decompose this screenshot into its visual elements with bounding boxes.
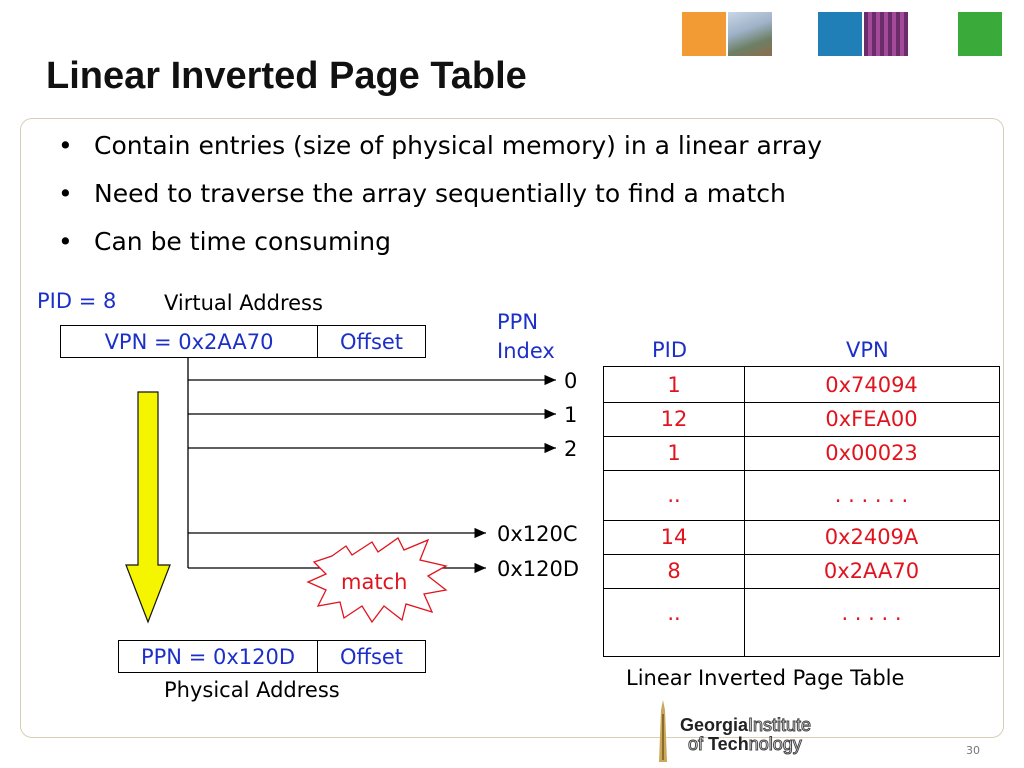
table-row-divider [604,554,999,555]
header-thumb-green [958,12,1002,56]
virtual-address-box: VPN = 0x2AA70 Offset [60,325,426,358]
physical-address-label: Physical Address [164,678,340,702]
header-thumb-photo [728,12,772,56]
index-0: 0 [564,369,578,393]
table-cell-vpn: 0x2AA70 [823,559,920,583]
logo-tech: Tech [708,734,749,754]
match-burst [306,537,448,624]
index-0x120d: 0x120D [497,557,580,581]
table-cell-pid: 1 [667,441,681,465]
table-cell-pid: .. [667,601,681,625]
table-row: 8 0x2AA70 [604,554,999,588]
offset-field: Offset [317,326,425,357]
content-frame [20,118,1004,738]
header-thumb-blue [818,12,862,56]
table-header-vpn: VPN [846,338,889,362]
ppn-index-label-line1: PPN [497,310,539,334]
ppn-index-label-line2: Index [497,339,555,363]
match-label: match [341,570,408,594]
bullet-list: Contain entries (size of physical memory… [58,127,822,271]
pid-label: PID = 8 [37,289,117,313]
table-row-divider [604,436,999,437]
table-row-divider [604,402,999,403]
index-0x120c: 0x120C [497,522,578,546]
physical-offset-field: Offset [317,641,425,672]
table-cell-vpn: 0x2409A [824,525,919,549]
logo-nology: nology [748,734,802,754]
ppn-field: PPN = 0x120D [140,644,296,669]
inverted-page-table: 1 0x74094 12 0xFEA00 1 0x00023 .. . . . … [603,366,1000,657]
bullet-item: Can be time consuming [58,223,822,271]
bullet-item: Need to traverse the array sequentially … [58,175,822,223]
table-caption: Linear Inverted Page Table [626,666,905,690]
table-cell-pid: .. [667,483,681,507]
table-row: 12 0xFEA00 [604,402,999,436]
header-thumb-orange [682,12,726,56]
table-cell-pid: 1 [667,372,681,397]
tech-tower-icon [659,700,667,762]
table-cell-vpn: 0x00023 [825,441,918,465]
index-2: 2 [564,437,578,461]
physical-address-box: PPN = 0x120D Offset [118,640,426,673]
table-row-divider [604,470,999,471]
yellow-down-arrow [125,391,171,624]
bullet-item: Contain entries (size of physical memory… [58,127,822,175]
virtual-address-label: Virtual Address [164,291,323,315]
logo-institute: Institute [748,715,812,735]
table-row-divider [604,588,999,589]
table-row: .. . . . . . [604,588,999,638]
table-cell-vpn: 0xFEA00 [825,407,918,431]
table-row-divider [604,520,999,521]
table-cell-vpn: . . . . . . [834,483,909,507]
table-cell-pid: 12 [660,407,688,431]
table-column-divider [744,367,745,656]
georgia-tech-logo: GeorgiaInstitute of Technology [646,700,886,762]
slide-title: Linear Inverted Page Table [46,55,527,97]
header-thumb-circuit [864,12,908,56]
table-row: 1 0x00023 [604,436,999,470]
page-number: 30 [966,744,980,757]
table-row: .. . . . . . . [604,470,999,520]
table-cell-vpn: . . . . . [841,601,902,625]
table-row: 14 0x2409A [604,520,999,554]
table-cell-vpn: 0x74094 [825,372,918,397]
table-cell-pid: 14 [660,525,688,549]
table-row: 1 0x74094 [604,367,999,402]
index-1: 1 [564,403,578,427]
table-header-pid: PID [652,338,688,362]
vpn-field: VPN = 0x2AA70 [104,329,274,354]
logo-georgia: Georgia [680,715,749,735]
logo-of: of [687,734,709,754]
table-cell-pid: 8 [667,559,681,583]
